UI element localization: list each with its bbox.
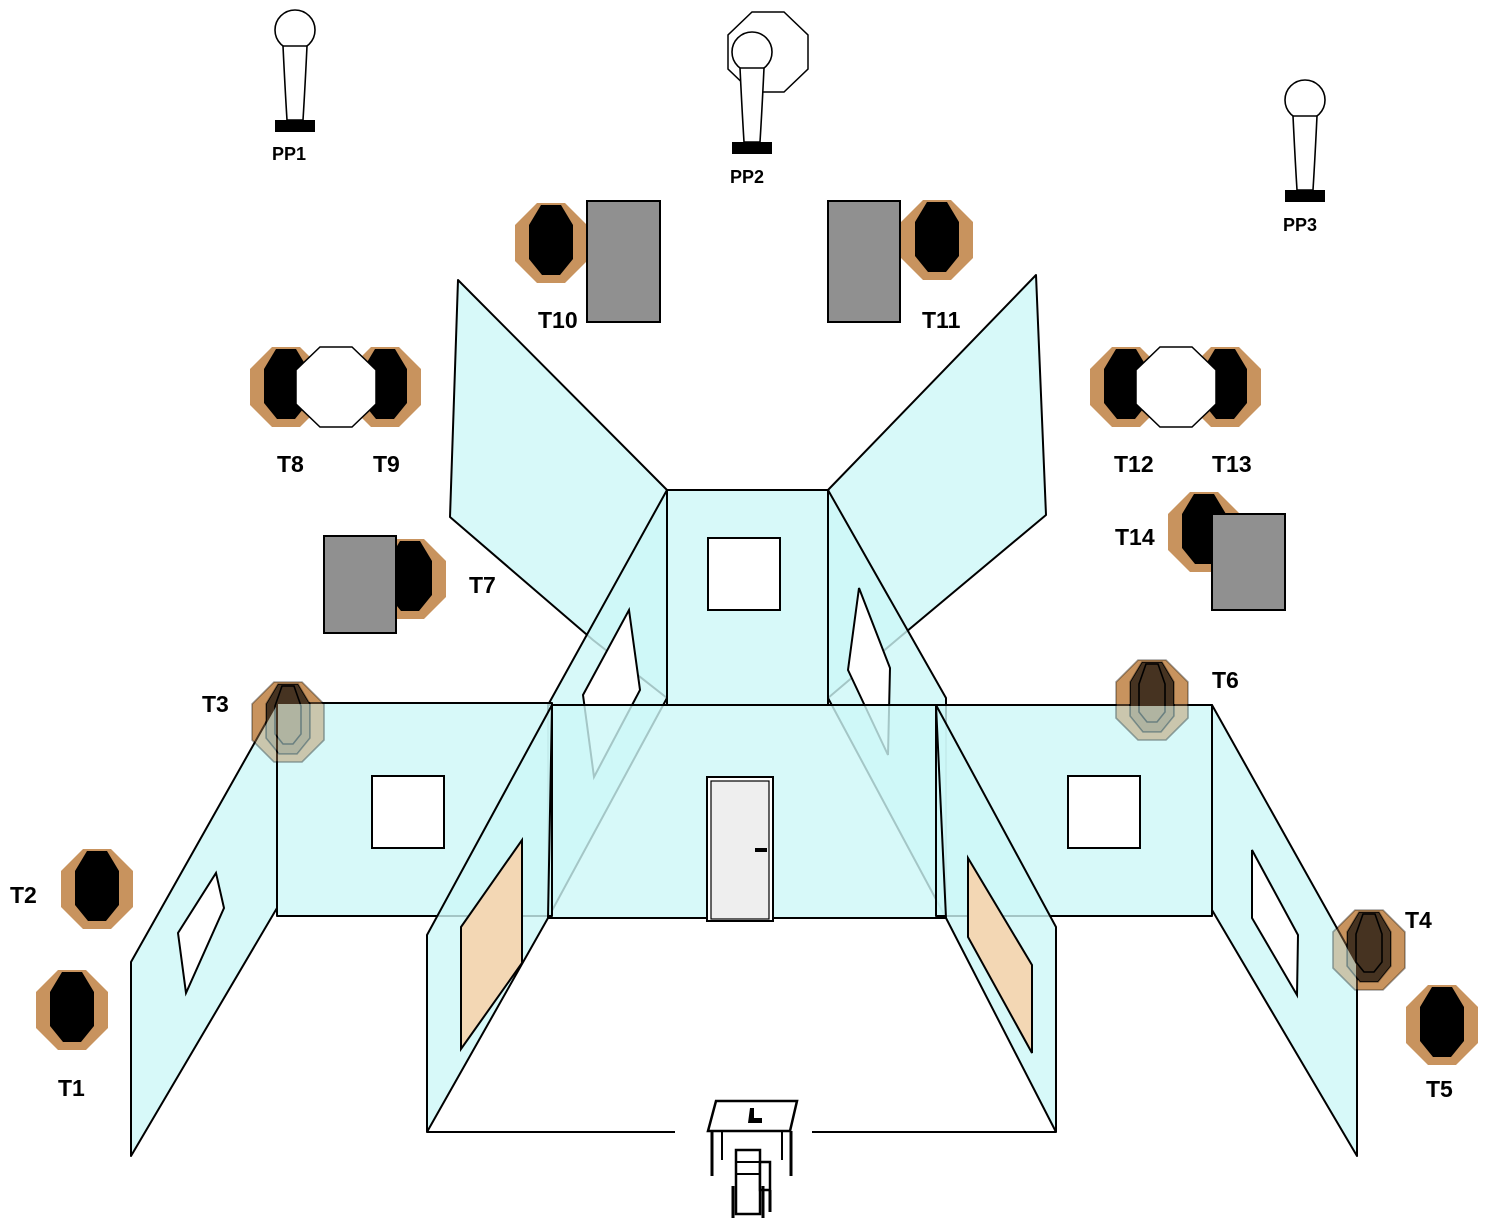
target-label: T1 <box>58 1075 85 1101</box>
window <box>707 537 781 611</box>
target-label: T6 <box>1212 667 1239 693</box>
window <box>371 775 445 849</box>
target-t5 <box>1406 985 1478 1065</box>
target-label: T8 <box>277 451 304 477</box>
target-label: T12 <box>1114 451 1154 477</box>
target-label: T4 <box>1405 907 1432 933</box>
target-t3-overlay <box>251 681 325 763</box>
steel-plate <box>460 836 523 1053</box>
barrel <box>586 200 661 323</box>
window <box>1067 775 1141 849</box>
target-t11 <box>901 200 973 280</box>
target-t2 <box>61 849 133 929</box>
barrel <box>827 200 901 323</box>
target-label: T14 <box>1115 524 1155 550</box>
popper-label: PP1 <box>272 144 306 164</box>
no-shoot-octagon <box>1135 346 1217 428</box>
target-label: T5 <box>1426 1076 1453 1102</box>
target-label: T2 <box>10 882 37 908</box>
no-shoot-octagon <box>295 346 377 428</box>
target-t4-overlay <box>1332 909 1406 991</box>
target-label: T7 <box>469 572 496 598</box>
popper-pp1 <box>274 9 316 133</box>
target-label: T11 <box>922 307 961 333</box>
barrel <box>1211 513 1286 611</box>
popper-pp2 <box>731 31 773 155</box>
steel-plate <box>967 854 1033 1054</box>
popper-label: PP3 <box>1283 215 1317 235</box>
popper-pp3 <box>1284 79 1326 203</box>
target-label: T3 <box>202 691 229 717</box>
target-t1 <box>36 970 108 1050</box>
barrel <box>323 535 397 634</box>
start-chair <box>731 1148 772 1218</box>
target-t6-overlay <box>1115 659 1189 741</box>
window <box>1251 849 1300 999</box>
target-label: T13 <box>1212 451 1252 477</box>
target-t10 <box>515 203 587 283</box>
popper-label: PP2 <box>730 167 764 187</box>
target-label: T9 <box>373 451 400 477</box>
door-handle <box>755 848 767 852</box>
target-label: T10 <box>538 307 578 333</box>
window <box>176 870 226 997</box>
pistol-icon <box>748 1108 762 1123</box>
